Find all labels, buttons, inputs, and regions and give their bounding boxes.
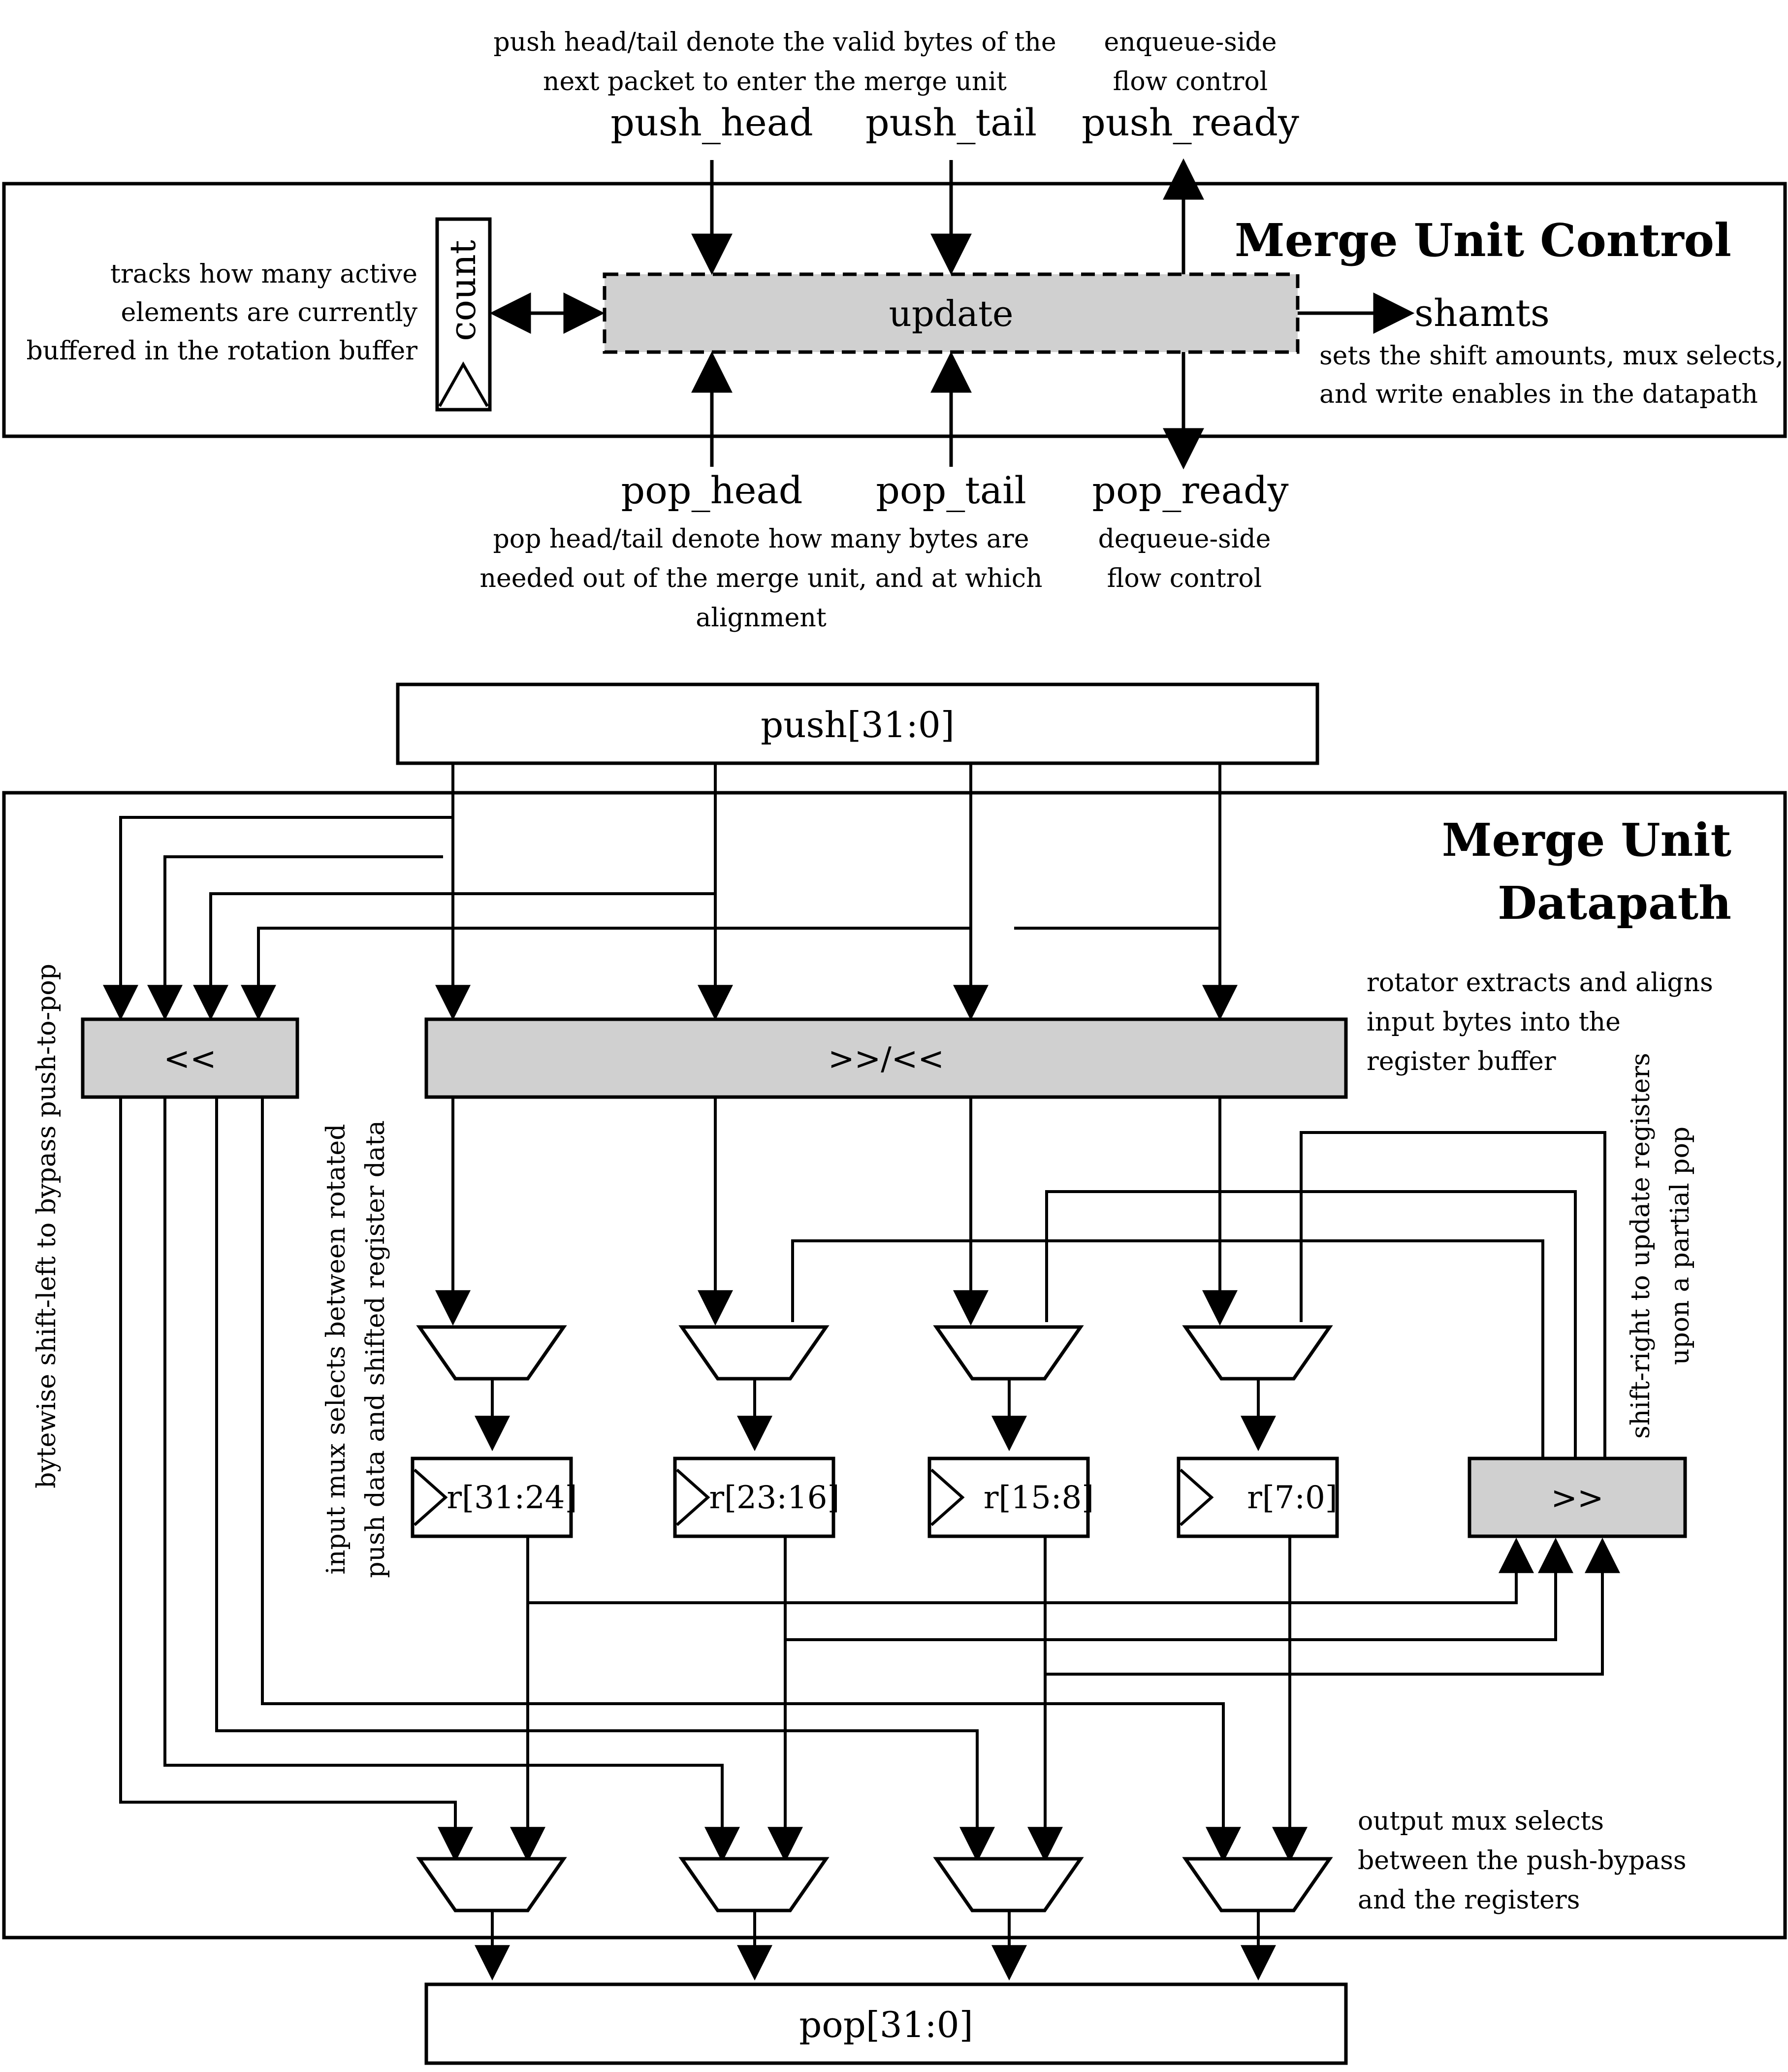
pop-bus xyxy=(424,1982,1348,2065)
push-ready-label: push_ready xyxy=(1082,100,1299,144)
rotator-note-2: input bytes into the xyxy=(1367,1007,1621,1037)
shift-right-note-1: shift-right to update registers xyxy=(1626,1053,1656,1439)
input-mux-1 xyxy=(678,1325,830,1381)
push-head-label: push_head xyxy=(610,100,813,144)
register-2-clock xyxy=(930,1468,965,1526)
enqueue-note-2: flow control xyxy=(1113,67,1268,97)
datapath-frame xyxy=(2,791,1787,1940)
input-mux-note-2: push data and shifted register data xyxy=(361,1120,390,1578)
output-mux-note-1: output mux selects xyxy=(1358,1807,1604,1836)
dequeue-note-2: flow control xyxy=(1107,564,1262,593)
control-frame xyxy=(2,182,1787,438)
rotator-label: >>/<< xyxy=(828,1041,944,1077)
output-mux-1 xyxy=(678,1857,830,1912)
datapath-title-1: Merge Unit xyxy=(1442,813,1732,867)
rotator-note-3: register buffer xyxy=(1367,1047,1556,1076)
output-wires xyxy=(475,1910,1276,1981)
update-label: update xyxy=(889,293,1013,334)
pop-head-tail-note-1: pop head/tail denote how many bytes are xyxy=(493,524,1029,554)
register-3-label: r[7:0] xyxy=(1247,1480,1338,1516)
push-bypass-wires xyxy=(103,763,1238,1021)
datapath-title-2: Datapath xyxy=(1498,876,1731,930)
register-buffer: r[31:24] r[23:16] r[15:8] r[7:0] xyxy=(411,1457,1339,1538)
shamts-label: shamts xyxy=(1414,291,1550,335)
count-note-1: tracks how many active xyxy=(110,259,417,289)
rotator-to-mux-wires xyxy=(435,1098,1606,1457)
register-0 xyxy=(411,1457,573,1538)
push-head-tail-note-1: push head/tail denote the valid bytes of… xyxy=(493,28,1056,57)
shift-left-block xyxy=(81,1017,299,1099)
pop-head-tail-note-2: needed out of the merge unit, and at whi… xyxy=(480,564,1043,593)
register-2-label: r[15:8] xyxy=(984,1480,1094,1516)
push-bus-label: push[31:0] xyxy=(761,704,955,745)
count-label: count xyxy=(442,240,483,341)
pop-tail-label: pop_tail xyxy=(876,468,1026,512)
input-mux-0 xyxy=(416,1325,567,1381)
output-mux-3 xyxy=(1182,1857,1333,1912)
shift-left-label: << xyxy=(163,1041,216,1077)
output-mux-0 xyxy=(416,1857,567,1912)
pop-bus-label: pop[31:0] xyxy=(799,2004,973,2045)
register-wires xyxy=(475,1379,1620,1863)
register-2 xyxy=(927,1457,1090,1538)
output-muxes xyxy=(416,1857,1333,1912)
shift-right-block xyxy=(1468,1457,1687,1538)
pop-ready-label: pop_ready xyxy=(1092,468,1288,512)
register-1-clock xyxy=(676,1468,710,1526)
register-3-clock xyxy=(1180,1468,1214,1526)
control-title: Merge Unit Control xyxy=(1235,214,1731,267)
count-register xyxy=(435,217,492,412)
register-0-clock xyxy=(414,1468,448,1526)
register-3 xyxy=(1177,1457,1339,1538)
register-1 xyxy=(673,1457,835,1538)
bypass-note: bytewise shift-left to bypass push-to-po… xyxy=(32,964,62,1489)
enqueue-note-1: enqueue-side xyxy=(1104,28,1277,57)
output-mux-note-2: between the push-bypass xyxy=(1358,1846,1687,1876)
push-head-tail-note-2: next packet to enter the merge unit xyxy=(543,67,1007,97)
shift-right-label: >> xyxy=(1551,1480,1603,1517)
register-1-label: r[23:16] xyxy=(709,1480,840,1516)
rotator-note-1: rotator extracts and aligns xyxy=(1367,968,1713,998)
count-note-3: buffered in the rotation buffer xyxy=(26,336,417,366)
shamts-note-1: sets the shift amounts, mux selects, xyxy=(1319,341,1784,371)
input-mux-note-1: input mux selects between rotated xyxy=(321,1124,351,1574)
input-mux-2 xyxy=(933,1325,1084,1381)
count-clock-symbol xyxy=(438,361,489,407)
push-tail-label: push_tail xyxy=(865,100,1037,144)
dequeue-note-1: dequeue-side xyxy=(1098,524,1271,554)
output-mux-note-3: and the registers xyxy=(1358,1885,1580,1915)
register-0-label: r[31:24] xyxy=(447,1480,577,1516)
shift-right-note-2: upon a partial pop xyxy=(1665,1127,1695,1365)
rotator-block xyxy=(424,1017,1348,1099)
push-bus xyxy=(396,682,1319,765)
input-muxes xyxy=(416,1325,1333,1381)
bypass-to-output-wires xyxy=(119,1098,1241,1863)
output-mux-2 xyxy=(933,1857,1084,1912)
pop-head-tail-note-3: alignment xyxy=(696,603,827,633)
input-mux-3 xyxy=(1182,1325,1333,1381)
shamts-note-2: and write enables in the datapath xyxy=(1319,380,1758,409)
pop-head-label: pop_head xyxy=(621,468,803,512)
count-note-2: elements are currently xyxy=(121,298,417,327)
